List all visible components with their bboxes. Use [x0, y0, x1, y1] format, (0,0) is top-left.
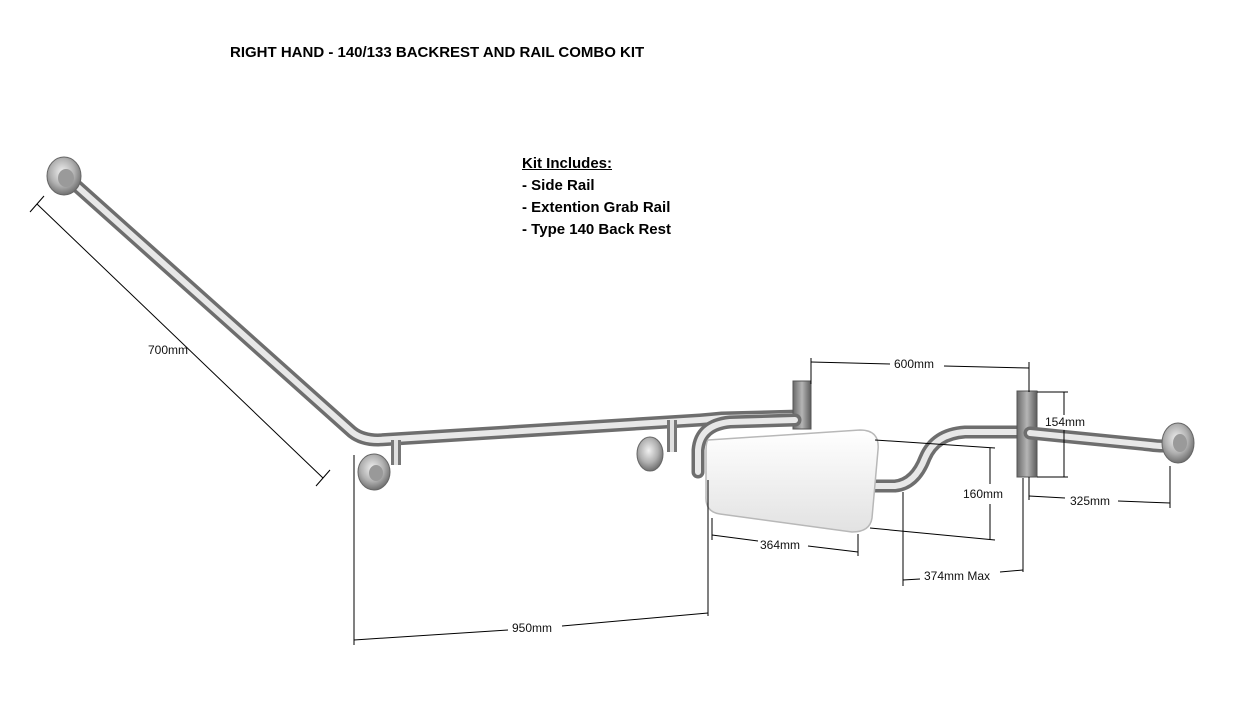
kit-item-side-rail: Side Rail	[522, 175, 671, 197]
dimension-374: 374mm Max	[902, 478, 1024, 586]
dimension-154: 154mm	[1037, 391, 1085, 478]
dimension-325: 325mm	[1028, 466, 1171, 508]
side-rail	[46, 156, 807, 491]
kit-item-back-rest: Type 140 Back Rest	[522, 219, 671, 241]
label-154mm: 154mm	[1045, 415, 1085, 429]
dimension-950: 950mm	[353, 455, 709, 645]
kit-includes-list: Kit Includes: Side Rail Extention Grab R…	[522, 153, 671, 241]
label-700mm: 700mm	[148, 343, 188, 357]
label-374mm-max: 374mm Max	[924, 569, 990, 583]
label-600mm: 600mm	[894, 357, 934, 371]
label-364mm: 364mm	[760, 538, 800, 552]
label-325mm: 325mm	[1070, 494, 1110, 508]
dimension-364: 364mm	[711, 518, 859, 556]
dimension-600: 600mm	[810, 357, 1030, 392]
label-160mm: 160mm	[963, 487, 1003, 501]
dimension-160: 160mm	[869, 439, 1003, 541]
extension-grab-rail	[1016, 390, 1195, 478]
diagram-title: RIGHT HAND - 140/133 BACKREST AND RAIL C…	[230, 44, 645, 61]
dimension-700: 700mm	[29, 195, 331, 487]
kit-heading: Kit Includes:	[522, 155, 613, 172]
back-rest	[691, 413, 1027, 533]
kit-item-extension-grab-rail: Extention Grab Rail	[522, 197, 671, 219]
label-950mm: 950mm	[512, 621, 552, 635]
back-rest-cushion	[705, 429, 879, 533]
